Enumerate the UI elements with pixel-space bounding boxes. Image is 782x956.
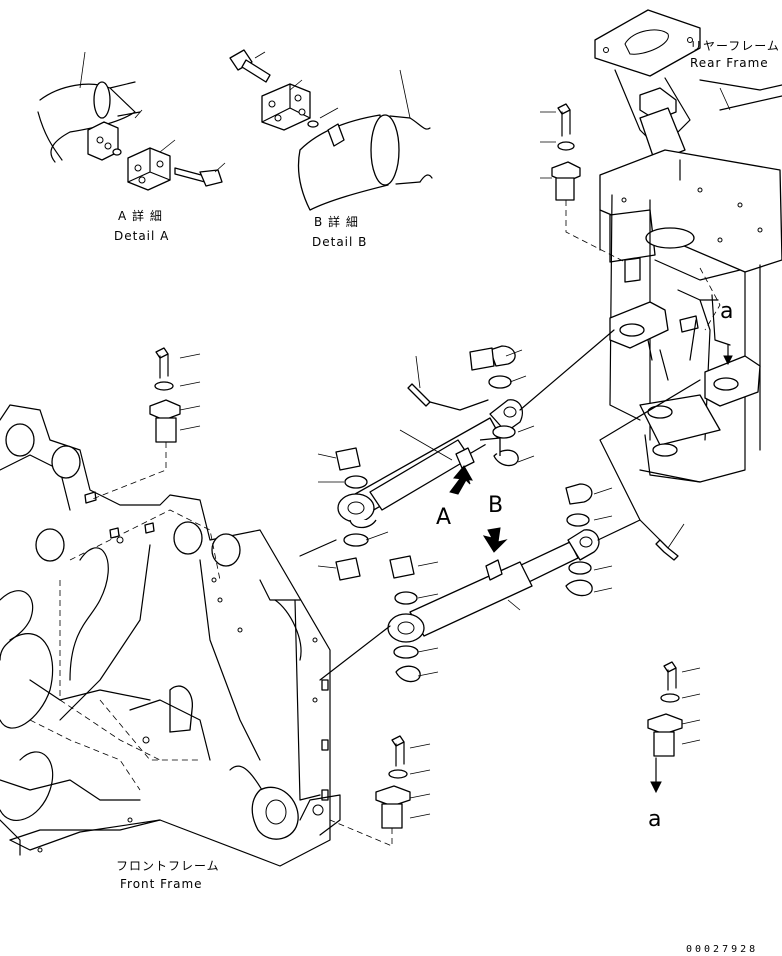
detail-a-flange-block [127,139,176,191]
front-frame-upper-pin-set [89,347,201,501]
detail-b-jp-label: B 詳 細 [314,214,359,229]
view-b-label: B [488,493,503,518]
view-a-label: A [436,505,451,530]
detail-a-cylinder-tube [37,51,143,163]
view-a-arrow [449,465,473,495]
detail-a-group: A 詳 細 Detail A [37,51,226,243]
front-frame-lower-pin-set [329,735,431,847]
rear-frame-en-label: Rear Frame [690,56,769,70]
rear-frame-upper-pin-set [540,103,626,263]
detail-a-bolt [174,162,226,187]
upper-cylinder-rod-end-washer [343,533,369,547]
ref-a-bottom-label: a [648,807,661,832]
ref-a-top-label: a [720,299,733,324]
detail-b-cylinder-tube [297,69,433,211]
rear-frame [594,9,782,483]
front-frame [0,404,341,867]
drawing-number: 00027928 [686,944,758,955]
detail-b-o-ring [307,120,319,128]
front-frame-en-label: Front Frame [120,877,203,891]
front-frame-jp-label: フロントフレーム [116,859,220,873]
lower-steering-cylinder [319,379,701,683]
rear-frame-jp-label: リヤーフレーム [690,39,780,53]
detail-b-flange-block [261,79,311,131]
detail-b-group: B 詳 細 Detail B [229,49,433,249]
detail-a-en-label: Detail A [114,229,169,243]
view-b-arrow [482,527,508,553]
upper-steering-cylinder [299,329,615,581]
detail-a-o-ring [112,148,122,156]
detail-b-bolt [229,49,271,83]
detail-b-en-label: Detail B [312,235,367,249]
rear-frame-lower-pin-set [647,661,701,794]
detail-a-jp-label: A 詳 細 [118,208,163,223]
